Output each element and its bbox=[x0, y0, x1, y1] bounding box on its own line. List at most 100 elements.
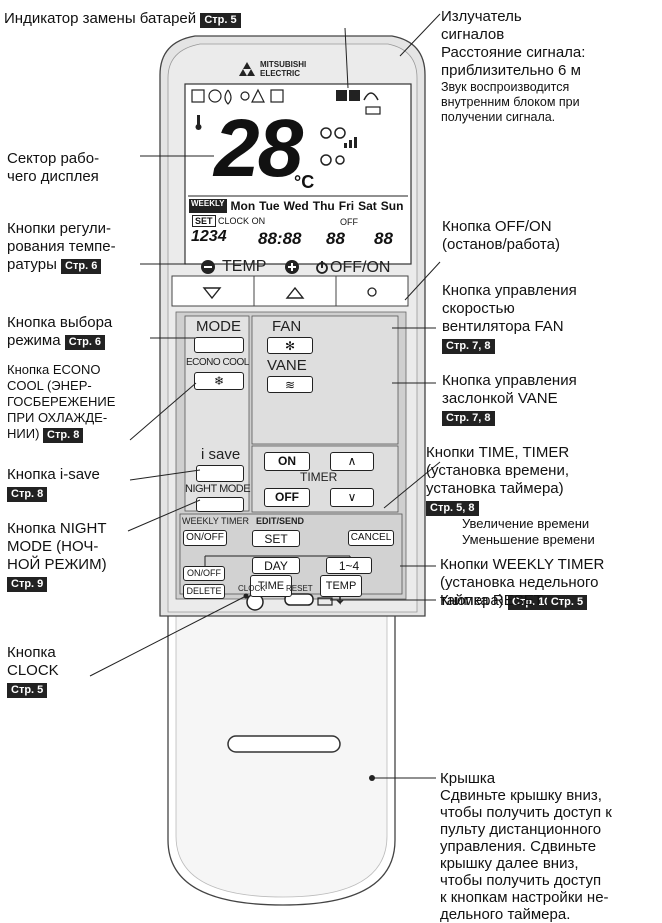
timer-line-2: (установка времени, bbox=[426, 462, 570, 479]
lcd-day-wed: Wed bbox=[283, 199, 309, 213]
set-button[interactable]: SET bbox=[252, 530, 300, 547]
timer-ref: Стр. 5, 8 bbox=[426, 501, 479, 516]
temp2-label: TEMP bbox=[325, 580, 357, 592]
lcd-days-row: WEEKLY Mon Tue Wed Thu Fri Sat Sun bbox=[189, 199, 403, 213]
timer-line-1: Кнопки TIME, TIMER bbox=[426, 444, 570, 461]
lcd-day-thu: Thu bbox=[312, 199, 335, 213]
timer-off-button[interactable]: OFF bbox=[264, 488, 310, 507]
mode-ref: Стр. 6 bbox=[64, 335, 106, 350]
lcd-temp: 28 bbox=[214, 103, 303, 194]
clock-line-2: CLOCK bbox=[7, 662, 59, 679]
cover-line-3: чтобы получить доступ к bbox=[440, 804, 612, 821]
weekly-onoff2-button[interactable]: ON/OFF bbox=[183, 566, 225, 581]
emitter-note-3: получении сигнала. bbox=[441, 110, 556, 124]
weekly-line-2: (установка недельного bbox=[440, 574, 599, 591]
brand-logo: MITSUBISHI ELECTRIC bbox=[260, 60, 306, 78]
lcd-time1: 88:88 bbox=[258, 229, 302, 248]
cover-line-5: управления. Сдвиньте bbox=[440, 838, 597, 855]
econo-line-2: COOL (ЭНЕР- bbox=[7, 378, 92, 393]
onoff-callout: Кнопка OFF/ON (останов/работа) bbox=[442, 218, 560, 254]
lcd-day-fri: Fri bbox=[338, 199, 355, 213]
mode-button[interactable] bbox=[194, 337, 244, 353]
emitter-line-1: Излучатель bbox=[441, 8, 522, 25]
timer-on-button[interactable]: ON bbox=[264, 452, 310, 471]
mode-label: MODE bbox=[196, 318, 241, 335]
fan-label: FAN bbox=[272, 318, 302, 335]
cover-callout: Крышка Сдвиньте крышку вниз, чтобы получ… bbox=[440, 770, 612, 923]
vane-ref: Стр. 7, 8 bbox=[442, 411, 495, 426]
weekly-timer-label: WEEKLY TIMER bbox=[182, 516, 250, 526]
delete-button[interactable]: DELETE bbox=[183, 584, 225, 599]
econo-ref: Стр. 8 bbox=[43, 428, 84, 443]
isave-ref: Стр. 8 bbox=[7, 487, 48, 502]
fan-line-2: скоростью bbox=[442, 300, 515, 317]
weekly-callout: Кнопки WEEKLY TIMER (установка недельног… bbox=[440, 556, 604, 610]
vane-callout: Кнопка управления заслонкой VANE Стр. 7,… bbox=[442, 372, 577, 426]
range-label: 1~4 bbox=[338, 559, 360, 573]
temp-buttons-line-2: рования темпе- bbox=[7, 238, 116, 255]
temp-buttons-ref: Стр. 6 bbox=[61, 259, 102, 274]
lcd-off-top: OFF bbox=[340, 217, 358, 227]
weekly-line-3: таймера) bbox=[440, 592, 504, 609]
timer-callout: Кнопки TIME, TIMER (установка времени, у… bbox=[426, 444, 595, 548]
isave-callout: Кнопка i-save Стр. 8 bbox=[7, 466, 100, 502]
display-sector-label: Сектор рабо- чего дисплея bbox=[7, 150, 99, 186]
fan-button[interactable]: ✻ bbox=[267, 337, 313, 354]
weekly-line-1: Кнопки WEEKLY TIMER bbox=[440, 556, 605, 573]
clock-callout: Кнопка CLOCK Стр. 5 bbox=[7, 644, 59, 698]
lcd-set: SET bbox=[192, 215, 216, 227]
lcd-time3: 88 bbox=[374, 229, 393, 248]
econo-callout: Кнопка ECONO COOL (ЭНЕР- ГОСБЕРЕЖЕНИЕ ПР… bbox=[7, 362, 115, 443]
fan-line-1: Кнопка управления bbox=[442, 282, 577, 299]
econo-line-1: Кнопка ECONO bbox=[7, 362, 101, 377]
econo-line-4: ПРИ ОХЛАЖДЕ- bbox=[7, 410, 108, 425]
temp-buttons-line-3: ратуры bbox=[7, 256, 57, 273]
clock-ref: Стр. 5 bbox=[7, 683, 48, 698]
time-up-button[interactable]: ∧ bbox=[330, 452, 374, 471]
time-label: TIME bbox=[257, 580, 285, 592]
cancel-label: CANCEL bbox=[350, 532, 392, 543]
econo-button[interactable]: ❄ bbox=[194, 372, 244, 390]
clock-small-label: CLOCK bbox=[238, 584, 266, 593]
battery-ref: Стр. 5 bbox=[200, 13, 241, 28]
mode-callout: Кнопка выбора режима Стр. 6 bbox=[7, 314, 112, 350]
battery-label: Индикатор замены батарей Стр. 5 bbox=[4, 10, 241, 28]
fan-line-3: вентилятора FAN bbox=[442, 318, 564, 335]
mode-line-1: Кнопка выбора bbox=[7, 314, 113, 331]
time-down-button[interactable]: ∨ bbox=[330, 488, 374, 507]
vane-button[interactable]: ≋ bbox=[267, 376, 313, 393]
isave-button[interactable] bbox=[196, 465, 244, 482]
night-button[interactable] bbox=[196, 497, 244, 512]
range-button[interactable]: 1~4 bbox=[326, 557, 372, 574]
emitter-label: Излучатель сигналов Расстояние сигнала: … bbox=[441, 8, 585, 125]
temp-buttons-label: Кнопки регули- рования темпе- ратуры Стр… bbox=[7, 220, 116, 274]
lcd-unit: °C bbox=[294, 172, 315, 192]
isave-line: Кнопка i-save bbox=[7, 466, 100, 483]
onoff-line-2: (останов/работа) bbox=[442, 236, 560, 253]
day-button[interactable]: DAY bbox=[252, 557, 300, 574]
weekly-onoff-label: ON/OFF bbox=[186, 532, 224, 543]
cancel-button[interactable]: CANCEL bbox=[348, 530, 394, 546]
night-callout: Кнопка NIGHT MODE (НОЧ- НОЙ РЕЖИМ) Стр. … bbox=[7, 520, 107, 592]
fan-callout: Кнопка управления скоростью вентилятора … bbox=[442, 282, 577, 354]
battery-label-text: Индикатор замены батарей bbox=[4, 10, 197, 27]
lcd-time2: 88 bbox=[326, 229, 345, 248]
lcd-weekly: WEEKLY bbox=[189, 199, 227, 213]
display-sector-line-1: Сектор рабо- bbox=[7, 150, 100, 167]
cover-line-7: чтобы получить доступ bbox=[440, 872, 602, 889]
emitter-line-3: Расстояние сигнала: bbox=[441, 44, 586, 61]
reset-callout: Кнопка RESET Стр. 5 bbox=[440, 592, 588, 610]
cover-line-9: дельного таймера. bbox=[440, 906, 571, 923]
emitter-note-1: Звук воспроизводится bbox=[441, 80, 570, 94]
reset-line: Кнопка RESET bbox=[440, 592, 543, 609]
vane-label: VANE bbox=[267, 357, 307, 374]
night-line-1: Кнопка NIGHT bbox=[7, 520, 107, 537]
emitter-line-2: сигналов bbox=[441, 26, 505, 43]
weekly-onoff-button[interactable]: ON/OFF bbox=[183, 530, 227, 546]
temp-button[interactable]: TEMP bbox=[320, 575, 362, 597]
lcd-day-mon: Mon bbox=[230, 199, 256, 213]
timer-on-label: ON bbox=[278, 454, 296, 468]
cover-line-1: Крышка bbox=[440, 770, 496, 787]
time-button[interactable]: TIME bbox=[250, 575, 292, 597]
lcd-on: ON bbox=[251, 216, 266, 226]
